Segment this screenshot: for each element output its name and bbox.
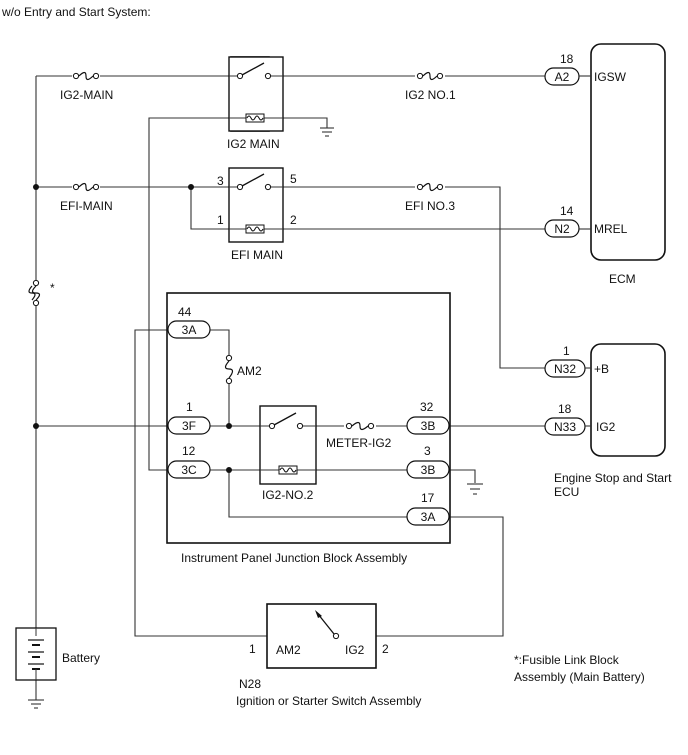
engine-ecu-plus-b-label: +B <box>594 362 609 376</box>
fuse-ig2-main <box>72 71 100 81</box>
fuse-efi-no3-label: EFI NO.3 <box>405 199 455 213</box>
ignition-switch-box <box>266 603 377 669</box>
relay-ig2-main-label: IG2 MAIN <box>227 137 280 151</box>
ecm-label: ECM <box>609 272 636 286</box>
fusible-link-star-label: * <box>50 281 55 295</box>
connector-pin-n32-label: N32 <box>554 362 576 376</box>
ignition-switch-label: Ignition or Starter Switch Assembly <box>236 694 421 708</box>
engine-ecu-pin-n33-number: 18 <box>558 402 572 416</box>
connector-pin-3a-top <box>167 320 211 339</box>
ground-symbol <box>320 127 334 137</box>
fuse-meter-ig2-label: METER-IG2 <box>326 436 392 450</box>
engine-ecu-label-1: Engine Stop and Start <box>554 471 672 485</box>
relay-efi-pin1: 1 <box>217 213 224 227</box>
ground-symbol <box>467 483 483 495</box>
ignition-switch-pin1: 1 <box>249 642 256 656</box>
battery-label: Battery <box>62 651 100 665</box>
ignition-switch-ig2: IG2 <box>345 643 365 657</box>
footnote-line-2: Assembly (Main Battery) <box>514 670 645 684</box>
fusible-link-star <box>28 279 41 307</box>
fuse-ig2-no1 <box>416 71 444 81</box>
relay-efi-pin5: 5 <box>290 172 297 186</box>
connector-pin-3a-top-label: 3A <box>182 323 197 337</box>
diagram-title: w/o Entry and Start System: <box>1 5 151 19</box>
fuse-ig2-main-label: IG2-MAIN <box>60 88 113 102</box>
jb-pin-3b-32-number: 32 <box>420 400 434 414</box>
battery-icon <box>15 627 57 681</box>
ground-symbol <box>28 699 44 709</box>
junction-block-box <box>166 292 451 544</box>
connector-pin-3a-17 <box>406 507 450 526</box>
jb-pin-3b-3-number: 3 <box>424 444 431 458</box>
relay-ig2-no2-label: IG2-NO.2 <box>262 488 314 502</box>
ecm-pin-a2-number: 18 <box>560 52 574 66</box>
jb-pin-3f-number: 1 <box>186 400 193 414</box>
ecm-box <box>590 43 666 261</box>
fuse-efi-main <box>72 182 100 192</box>
jb-pin-3c-number: 12 <box>182 444 196 458</box>
ignition-switch-connector: N28 <box>239 677 261 691</box>
connector-pin-3c-label: 3C <box>181 463 197 477</box>
fuse-meter-ig2 <box>345 421 375 431</box>
fuse-efi-no3 <box>416 182 444 192</box>
connector-pin-3b-3 <box>406 460 450 479</box>
fuse-efi-main-label: EFI-MAIN <box>60 199 113 213</box>
jb-pin-3a-17-number: 17 <box>421 491 435 505</box>
fuse-am2 <box>224 354 234 385</box>
connector-pin-3b-3-label: 3B <box>421 463 436 477</box>
engine-ecu-label-2: ECU <box>554 485 579 499</box>
connector-pin-n2-label: N2 <box>554 222 570 236</box>
ignition-switch-pin2: 2 <box>382 642 389 656</box>
connector-pin-3b-32 <box>406 416 450 435</box>
connector-pin-3f-label: 3F <box>182 419 196 433</box>
engine-ecu-ig2-label: IG2 <box>596 420 616 434</box>
footnote-line-1: *:Fusible Link Block <box>514 653 620 667</box>
jb-pin-3a-top-number: 44 <box>178 305 192 319</box>
relay-efi-main-label: EFI MAIN <box>231 248 283 262</box>
relay-ig2-no2 <box>259 405 317 485</box>
fuse-am2-label: AM2 <box>237 364 262 378</box>
ecm-mrel-label: MREL <box>594 222 628 236</box>
ignition-switch-contact <box>315 610 340 640</box>
relay-ig2-main <box>228 56 284 132</box>
connector-pin-3a-17-label: 3A <box>421 510 436 524</box>
connector-pin-3c <box>167 460 211 479</box>
engine-ecu-pin-n32-number: 1 <box>563 344 570 358</box>
wires <box>35 75 545 700</box>
relay-efi-pin2: 2 <box>290 213 297 227</box>
junction-block-label: Instrument Panel Junction Block Assembly <box>181 551 407 565</box>
connector-pin-3f <box>167 416 211 435</box>
fuse-ig2-no1-label: IG2 NO.1 <box>405 88 456 102</box>
junction-dots <box>33 184 232 473</box>
relay-efi-pin3: 3 <box>217 174 224 188</box>
relay-efi-main <box>228 167 284 243</box>
ecm-pin-n2-number: 14 <box>560 204 574 218</box>
engine-ecu-box <box>590 343 666 457</box>
ecm-igsw-label: IGSW <box>594 70 627 84</box>
connector-pin-3b-32-label: 3B <box>421 419 436 433</box>
connector-pin-n33-label: N33 <box>554 420 576 434</box>
connector-pin-a2-label: A2 <box>555 70 570 84</box>
ignition-switch-am2: AM2 <box>276 643 301 657</box>
